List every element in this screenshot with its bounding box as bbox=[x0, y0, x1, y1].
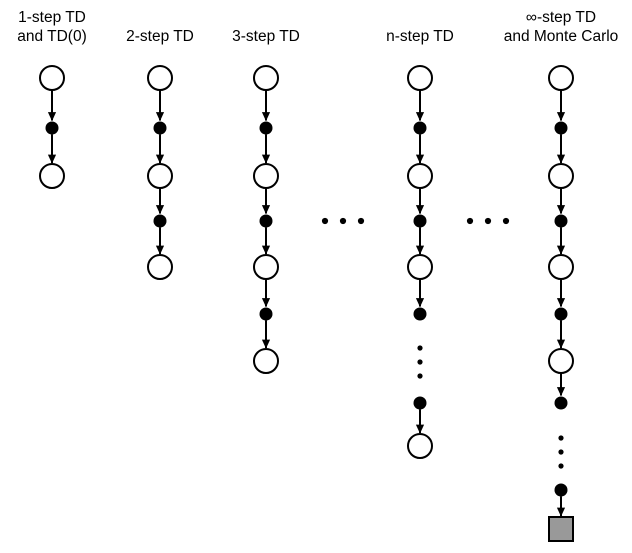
action-node-dot bbox=[554, 121, 568, 135]
action-node-dot bbox=[554, 307, 568, 321]
state-node-circle bbox=[407, 254, 433, 280]
horizontal-ellipsis-layer bbox=[321, 217, 510, 225]
terminal-state-square bbox=[548, 516, 574, 542]
column-label-line: 1-step TD bbox=[18, 9, 86, 26]
state-node-circle bbox=[253, 348, 279, 374]
action-node-dot bbox=[259, 214, 273, 228]
column-label-line: 3-step TD bbox=[232, 28, 300, 45]
state-node-circle bbox=[407, 433, 433, 459]
action-node-dot bbox=[153, 214, 167, 228]
ellipsis-dot bbox=[417, 345, 423, 351]
action-node-dot bbox=[554, 396, 568, 410]
state-node-circle bbox=[548, 348, 574, 374]
state-node-circle bbox=[39, 163, 65, 189]
state-node-circle bbox=[147, 65, 173, 91]
action-node-dot bbox=[554, 483, 568, 497]
nodes-layer bbox=[39, 65, 574, 542]
action-node-dot bbox=[413, 396, 427, 410]
state-node-circle bbox=[253, 163, 279, 189]
state-node-circle bbox=[39, 65, 65, 91]
ellipsis-dot bbox=[339, 217, 347, 225]
vertical-ellipsis bbox=[558, 435, 564, 469]
column-label-one-step-td: 1-step TD and TD(0) bbox=[0, 8, 162, 46]
state-node-circle bbox=[407, 65, 433, 91]
column-label-line: ∞-step TD bbox=[525, 9, 597, 26]
ellipsis-dot bbox=[466, 217, 474, 225]
column-label-infinite-step-td-monte-carlo: ∞-step TD and Monte Carlo bbox=[451, 8, 632, 46]
action-node-dot bbox=[413, 121, 427, 135]
ellipsis-between-nstep-and-infinite bbox=[466, 217, 510, 225]
state-node-circle bbox=[147, 254, 173, 280]
column-label-line: and TD(0) bbox=[17, 28, 87, 45]
column-label-n-step-td: n-step TD bbox=[310, 27, 530, 46]
ellipsis-dot bbox=[558, 449, 564, 455]
state-node-circle bbox=[253, 254, 279, 280]
state-node-circle bbox=[147, 163, 173, 189]
ellipsis-dot bbox=[558, 435, 564, 441]
ellipsis-dot bbox=[357, 217, 365, 225]
column-label-two-step-td: 2-step TD bbox=[50, 27, 270, 46]
ellipsis-dot bbox=[417, 373, 423, 379]
state-node-circle bbox=[548, 254, 574, 280]
ellipsis-dot bbox=[321, 217, 329, 225]
column-label-line: n-step TD bbox=[386, 28, 454, 45]
ellipsis-dot bbox=[558, 463, 564, 469]
ellipsis-between-3step-and-nstep bbox=[321, 217, 365, 225]
column-label-three-step-td: 3-step TD bbox=[156, 27, 376, 46]
action-node-dot bbox=[153, 121, 167, 135]
state-node-circle bbox=[548, 163, 574, 189]
action-node-dot bbox=[259, 121, 273, 135]
ellipsis-dot bbox=[502, 217, 510, 225]
column-label-line: 2-step TD bbox=[126, 28, 194, 45]
action-node-dot bbox=[45, 121, 59, 135]
action-node-dot bbox=[554, 214, 568, 228]
column-label-line: and Monte Carlo bbox=[503, 28, 619, 45]
ellipsis-dot bbox=[484, 217, 492, 225]
state-node-circle bbox=[548, 65, 574, 91]
ellipsis-dot bbox=[417, 359, 423, 365]
action-node-dot bbox=[259, 307, 273, 321]
state-node-circle bbox=[253, 65, 279, 91]
state-node-circle bbox=[407, 163, 433, 189]
action-node-dot bbox=[413, 214, 427, 228]
vertical-ellipsis bbox=[417, 345, 423, 379]
edges-layer bbox=[47, 90, 566, 517]
action-node-dot bbox=[413, 307, 427, 321]
